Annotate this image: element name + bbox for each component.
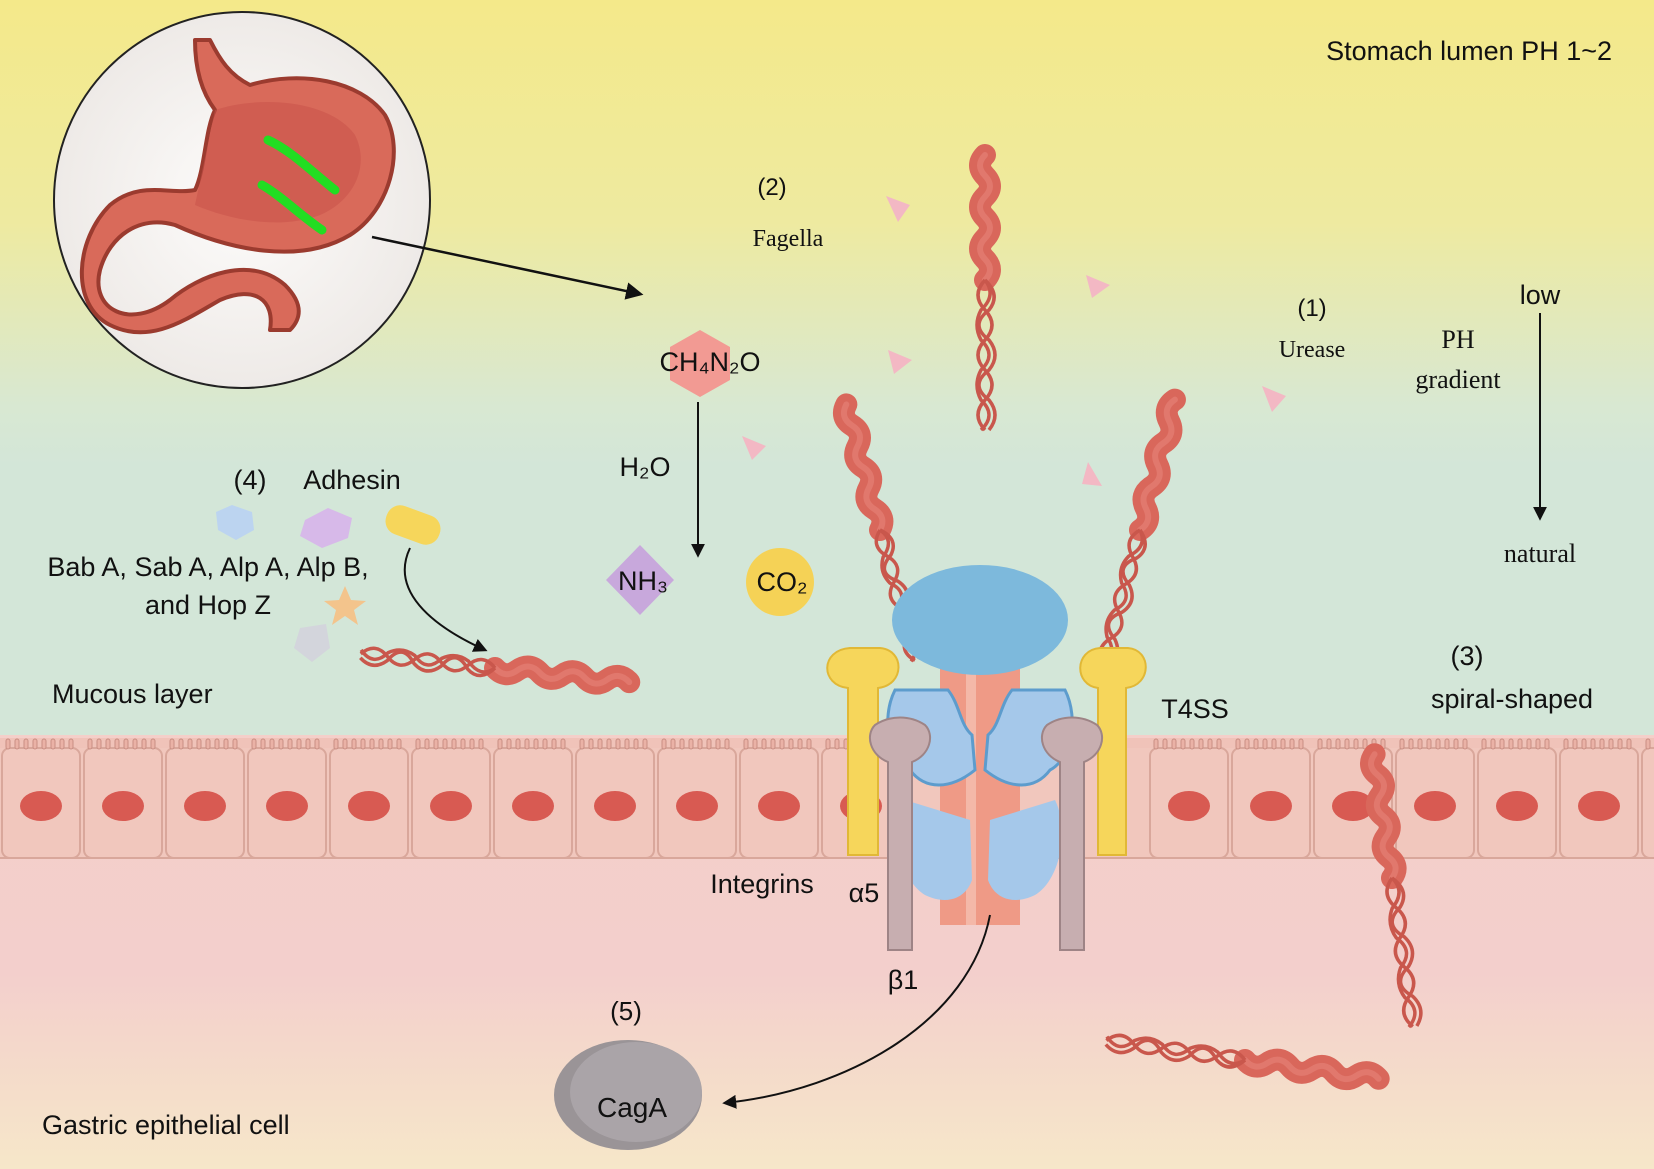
epithelial-cell xyxy=(1559,738,1639,859)
gradient-label: gradient xyxy=(1415,365,1501,394)
urease-triangles xyxy=(742,196,1286,486)
t4ss-icon xyxy=(826,565,1147,925)
inset-arrow xyxy=(371,235,644,300)
caga-arrow xyxy=(722,914,991,1109)
epithelial-cell-row xyxy=(0,738,1654,859)
step1-label: (1) xyxy=(1297,295,1326,322)
adhesin-list-line1: Bab A, Sab A, Alp A, Alp B, xyxy=(47,552,368,582)
step2-label: (2) xyxy=(757,174,786,201)
epithelial-cell xyxy=(1641,738,1654,859)
bacterium-icon xyxy=(969,144,1001,432)
adhesin-list-line2: and Hop Z xyxy=(145,590,271,620)
adhesin-label: Adhesin xyxy=(303,465,401,495)
epithelial-cell xyxy=(1,738,81,859)
adhesin-arrow xyxy=(403,547,488,652)
bacterium-icon xyxy=(1104,1033,1390,1091)
stomach-inset xyxy=(53,11,431,389)
epithelial-cell xyxy=(329,738,409,859)
epithelial-cell xyxy=(493,738,573,859)
bacterium-icon xyxy=(359,646,641,695)
beta1-label: β1 xyxy=(888,965,919,995)
ammonia-label: NH₃ xyxy=(618,566,668,596)
fagella-label: Fagella xyxy=(753,226,824,252)
bacterium-icon xyxy=(1360,743,1423,1029)
step3-label: (3) xyxy=(1451,641,1484,671)
integrin-icon xyxy=(868,716,1104,951)
co2-circle-icon xyxy=(746,548,814,616)
epithelial-cell xyxy=(83,738,163,859)
epithelial-cell xyxy=(1477,738,1557,859)
epithelial-cell xyxy=(165,738,245,859)
bacterium-icon xyxy=(1098,388,1186,668)
co2-label: CO₂ xyxy=(757,567,808,597)
urease-label: Urease xyxy=(1279,337,1346,363)
urea-label: CH₄N₂O xyxy=(660,347,761,377)
epithelial-cell xyxy=(1149,738,1229,859)
epithelial-cell xyxy=(1395,738,1475,859)
stomach-icon xyxy=(79,38,396,335)
water-label: H₂O xyxy=(620,452,671,482)
epithelial-cell xyxy=(657,738,737,859)
spiral-label: spiral-shaped xyxy=(1431,684,1593,714)
t4ss-label: T4SS xyxy=(1161,694,1229,724)
step5-label: (5) xyxy=(610,996,642,1026)
urea-hexagon-icon xyxy=(670,330,730,397)
low-label: low xyxy=(1520,280,1561,310)
epithelial-label: Gastric epithelial cell xyxy=(42,1110,290,1140)
epithelial-cell xyxy=(739,738,819,859)
natural-label: natural xyxy=(1504,539,1576,568)
mucous-label: Mucous layer xyxy=(52,679,213,709)
lumen-label: Stomach lumen PH 1~2 xyxy=(1326,36,1612,66)
alpha5-label: α5 xyxy=(849,878,880,908)
bacteria-group xyxy=(359,144,1423,1091)
integrins-label: Integrins xyxy=(710,869,814,899)
step4-label: (4) xyxy=(234,465,267,495)
epithelial-cell xyxy=(247,738,327,859)
caga-icon xyxy=(554,1040,702,1150)
epithelial-cell xyxy=(411,738,491,859)
adhesin-shapes-icon xyxy=(216,505,441,662)
epithelial-cell xyxy=(575,738,655,859)
ph-label: PH xyxy=(1441,325,1474,354)
caga-label: CagA xyxy=(597,1092,667,1123)
ammonia-diamond-icon xyxy=(606,545,674,615)
epithelial-cell xyxy=(1231,738,1311,859)
